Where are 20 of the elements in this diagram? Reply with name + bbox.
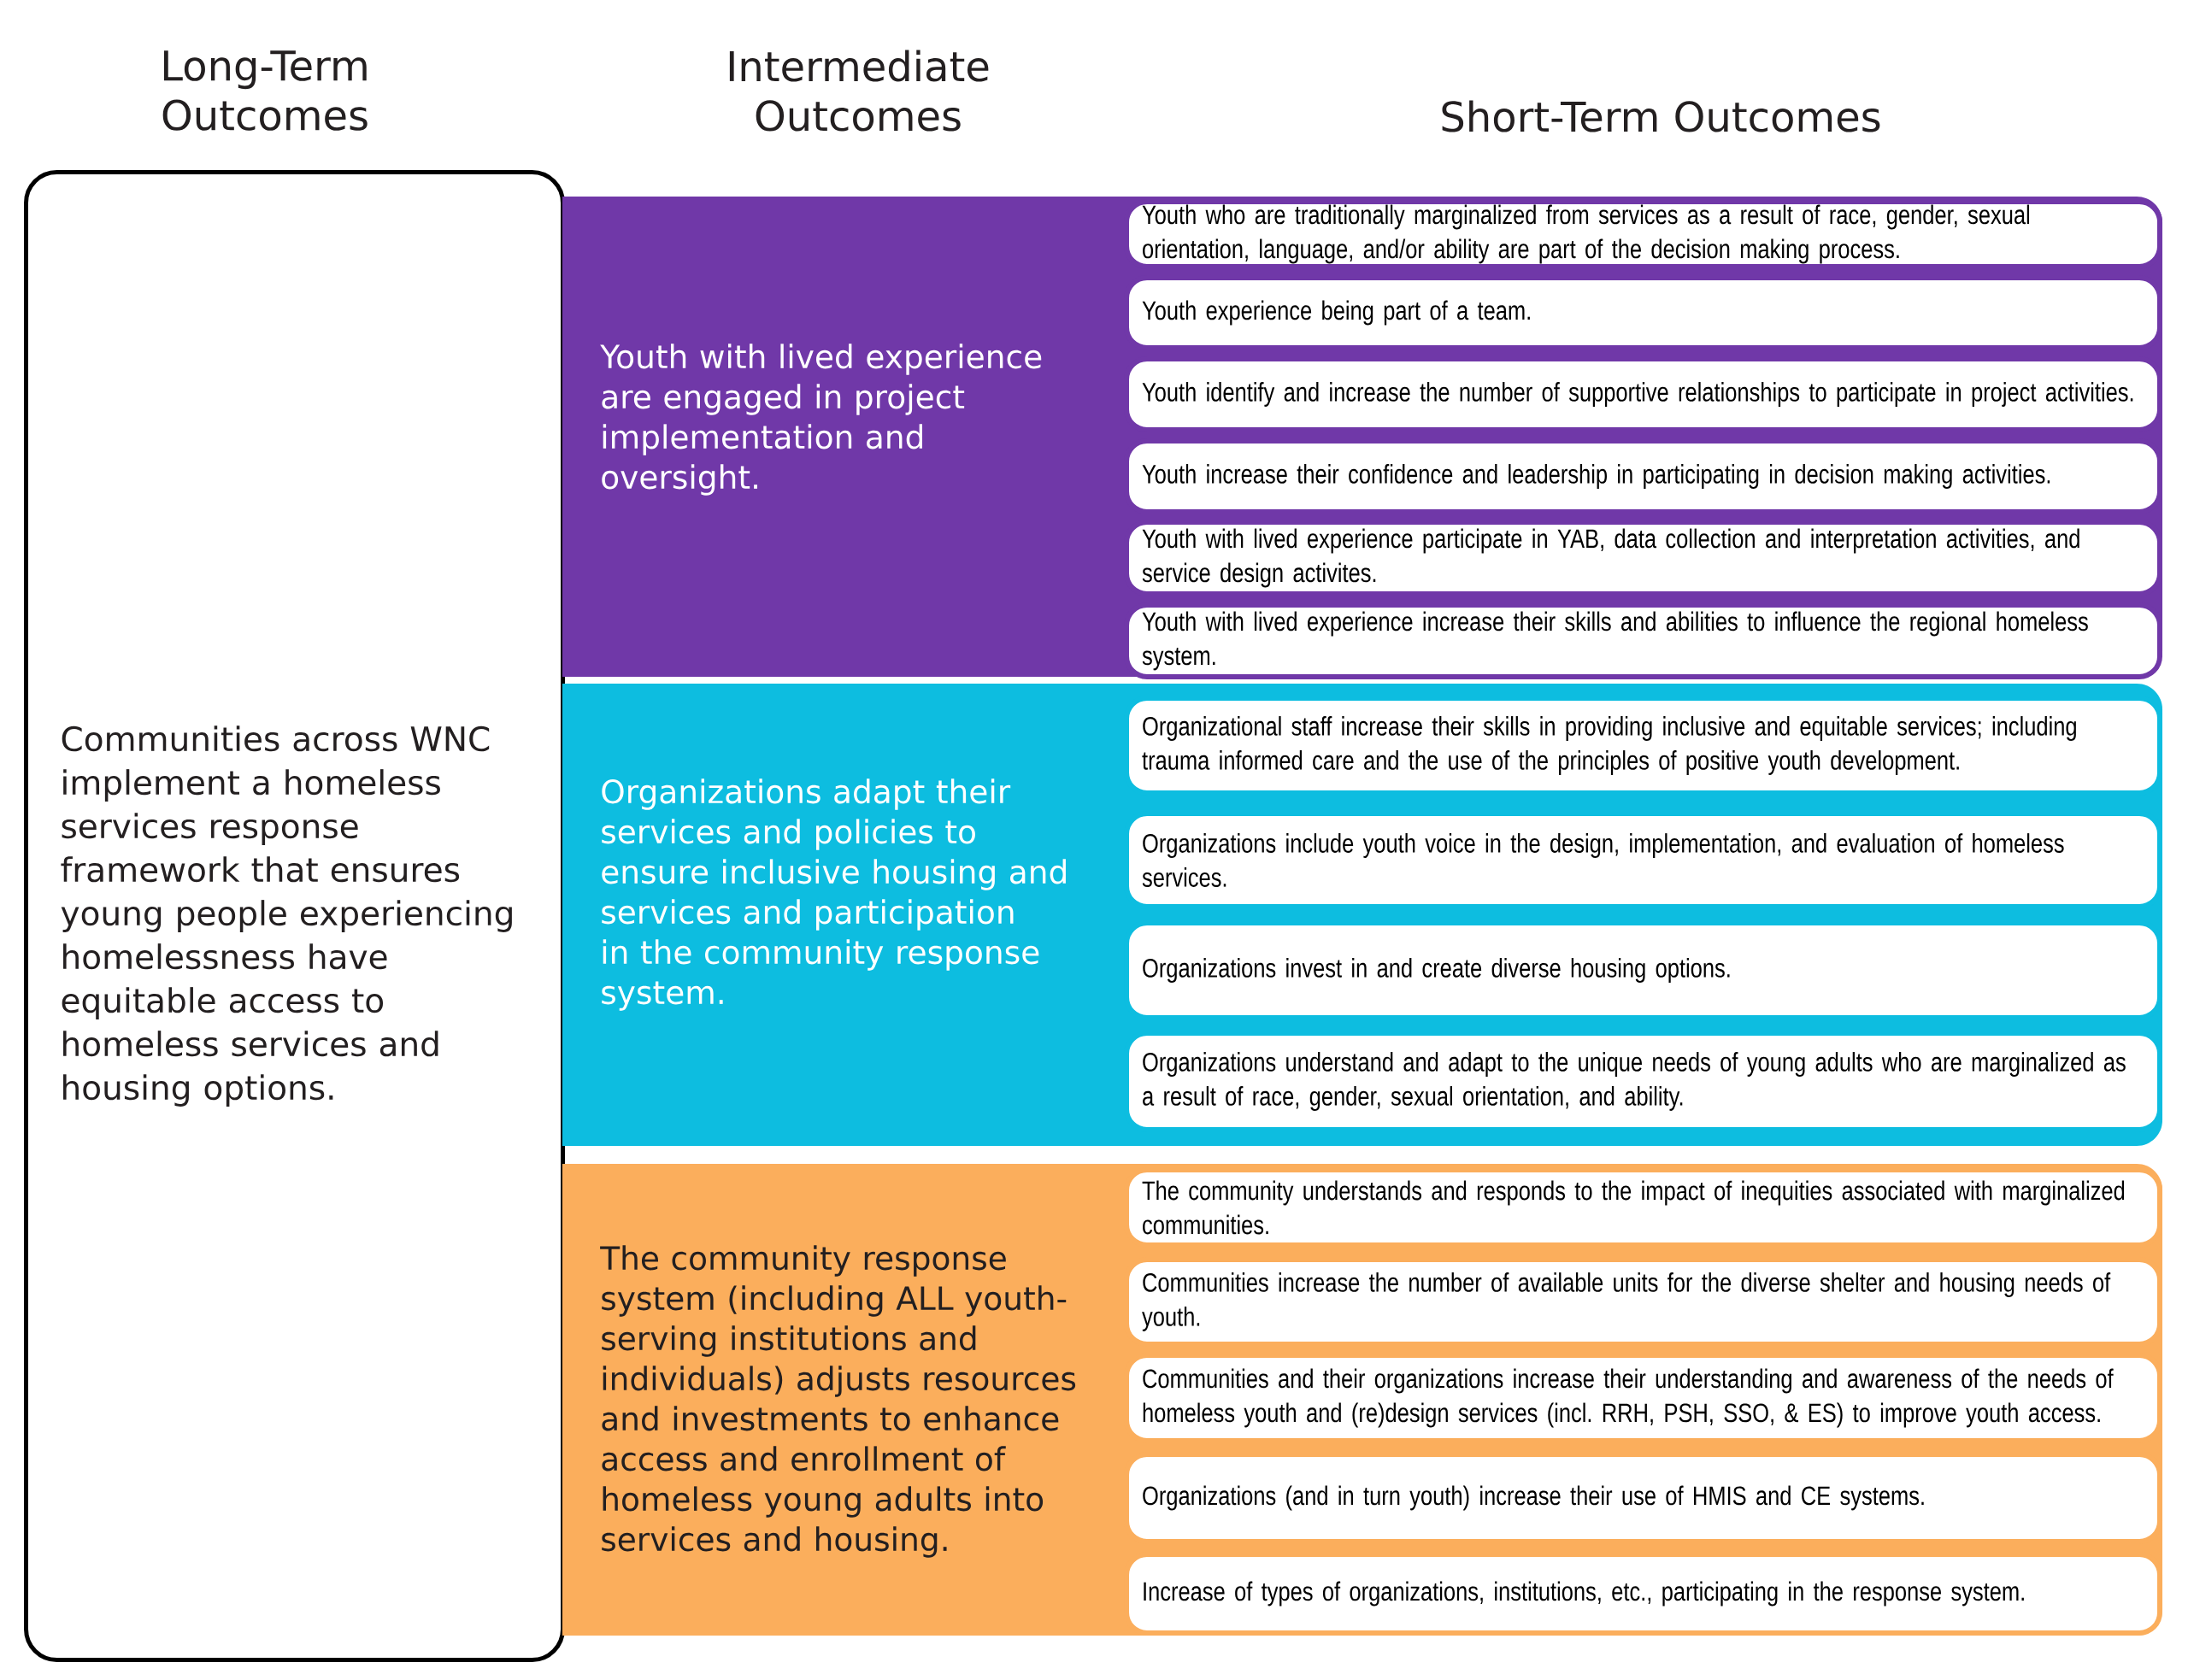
column-heading: Short-Term Outcomes <box>1442 100 1880 132</box>
outcome-box: Organizations invest in and create diverse housing options. <box>1124 920 2163 1020</box>
outcome-box: Communities increase the number of available units for the diverse shelter and housing needs of youth. <box>1124 1257 2163 1347</box>
outcome-box: Organizational staff increase their skills in providing inclusive and equitable services; including trauma informed care and the use of the principles of positive youth development. <box>1124 696 2163 796</box>
outcome-box: Youth who are traditionally marginalized from services as a result of race, gender, sexual orientation, language, and/or ability are part of the decision making process. <box>1124 199 2163 269</box>
node-label: Youth with lived experience are engaged in project implementation and oversight. <box>600 344 1042 496</box>
outcome-box: Youth with lived experience increase their skills and abilities to influence the regional homeless system. <box>1124 602 2163 679</box>
outcome-box: Communities and their organizations increase their understanding and awareness of the needs of homeless youth and (re)design services (incl. RRH, PSH, SSO, & ES) to improve youth access. <box>1124 1353 2163 1443</box>
outcome-box: Youth increase their confidence and leadership in participating in decision making activities. <box>1124 438 2163 514</box>
outcome-box: Youth with lived experience participate in YAB, data collection and interpretation activities, and service design activites. <box>1124 520 2163 596</box>
column-heading: Long-Term Outcomes <box>162 50 368 131</box>
outcome-box: Youth identify and increase the number of supportive relationships to participate in project activities. <box>1124 356 2163 432</box>
outcome-box: The community understands and responds to the impact of inequities associated with marginalized communities. <box>1124 1167 2163 1248</box>
outcome-box: Increase of types of organizations, institutions, etc., participating in the response system. <box>1124 1552 2163 1636</box>
column-heading: Intermediate Outcomes <box>729 50 989 132</box>
outcome-box: Organizations include youth voice in the design, implementation, and evaluation of homeless services. <box>1124 811 2163 909</box>
outcome-box: Organizations understand and adapt to the unique needs of young adults who are marginalized as a result of race, gender, sexual orientation, and ability. <box>1124 1031 2163 1132</box>
outcome-box: Communities across WNC implement a homeless services response framework that ensures young people experiencing homelessness have equitable access to homeless services and housing options. <box>24 170 565 1663</box>
outcome-box: Organizations (and in turn youth) increase their use of HMIS and CE systems. <box>1124 1452 2163 1544</box>
outcome-box: Youth experience being part of a team. <box>1124 275 2163 350</box>
